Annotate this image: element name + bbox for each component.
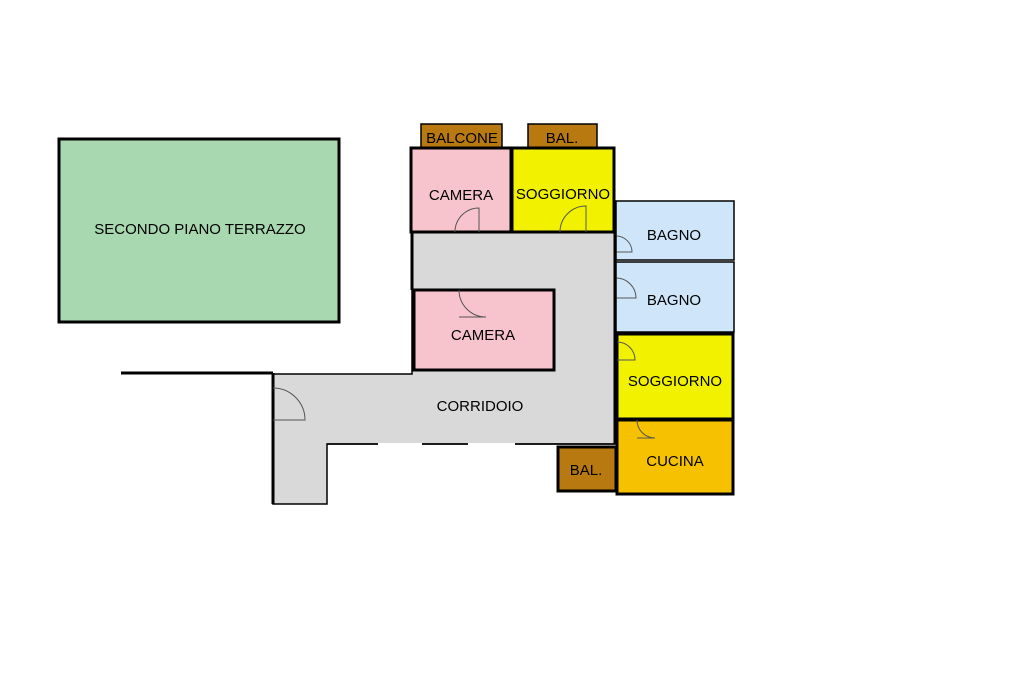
bagno-1-label: BAGNO (647, 227, 701, 244)
room-cucina: CUCINA (615, 418, 735, 496)
soggiorno-right-label: SOGGIORNO (628, 373, 722, 390)
room-balcone: BALCONE (420, 123, 503, 149)
corridoio-label: CORRIDOIO (437, 398, 524, 415)
soggiorno-top-area (510, 146, 616, 234)
room-bagno-1: BAGNO (615, 200, 735, 261)
cucina-area (615, 418, 735, 496)
bal-bottom-label: BAL. (570, 462, 603, 479)
bagno-1-area (615, 200, 735, 261)
room-camera-mid: CAMERA (412, 288, 556, 372)
room-bagno-2: BAGNO (615, 261, 735, 333)
room-bal-top: BAL. (527, 123, 598, 149)
entrance-door-arc (272, 387, 306, 421)
room-soggiorno-right: SOGGIORNO (615, 332, 735, 421)
room-soggiorno-top: SOGGIORNO (510, 146, 616, 234)
bagno-2-door-arc (615, 277, 637, 299)
terrace-label: SECONDO PIANO TERRAZZO (94, 221, 305, 238)
room-terrace: SECONDO PIANO TERRAZZO (57, 137, 341, 324)
room-camera-top: CAMERA (409, 146, 513, 234)
bal-top-label: BAL. (546, 130, 579, 147)
cucina-door-arc (636, 419, 656, 439)
bagno-2-label: BAGNO (647, 292, 701, 309)
camera-top-door-arc (454, 207, 480, 233)
bagno-1-door-arc (615, 235, 633, 253)
camera-mid-label: CAMERA (451, 327, 515, 344)
soggiorno-right-area (615, 332, 735, 421)
soggiorno-top-door-arc (559, 205, 587, 233)
balcone-area (420, 123, 503, 149)
terrace-area (57, 137, 341, 324)
cucina-label: CUCINA (646, 453, 704, 470)
bal-bottom-area (556, 445, 618, 493)
camera-top-label: CAMERA (429, 187, 493, 204)
camera-top-area (409, 146, 513, 234)
bal-top-area (527, 123, 598, 149)
soggiorno-right-door-arc (616, 341, 636, 361)
balcone-label: BALCONE (426, 130, 498, 147)
camera-mid-area (412, 288, 556, 372)
soggiorno-top-label: SOGGIORNO (516, 186, 610, 203)
room-bal-bottom: BAL. (556, 445, 618, 493)
camera-mid-door-arc (458, 289, 487, 318)
